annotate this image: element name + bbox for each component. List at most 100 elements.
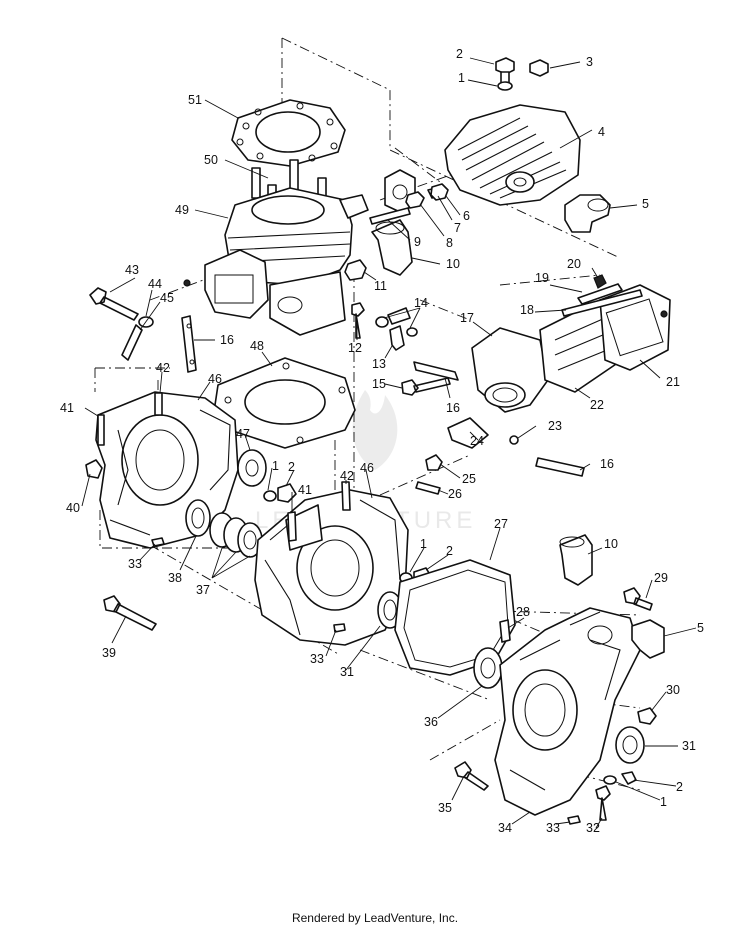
callout: 20	[567, 257, 581, 271]
screw-20	[593, 274, 607, 289]
callout: 17	[460, 311, 474, 325]
footer-credit: Rendered by LeadVenture, Inc.	[291, 911, 459, 925]
callouts: 2 3 1 4 51 5 6 50 7 49 8 9 10 43 11 20 4…	[60, 47, 704, 835]
callout: 12	[348, 341, 362, 355]
callout: 46	[360, 461, 374, 475]
callout: 39	[102, 646, 116, 660]
callout: 5	[642, 197, 649, 211]
callout: 35	[438, 801, 452, 815]
callout: 32	[586, 821, 600, 835]
callout: 1	[272, 459, 279, 473]
callout: 28	[516, 605, 530, 619]
stud-42-left	[154, 392, 163, 416]
callout: 47	[236, 427, 250, 441]
callout: 3	[586, 55, 593, 69]
nut-6	[430, 183, 449, 201]
callout: 27	[494, 517, 508, 531]
washer-14a	[375, 316, 389, 328]
dowel-pin	[183, 279, 191, 287]
reed-petal-24	[447, 417, 489, 449]
callout: 4	[598, 125, 605, 139]
crank-bearings-37	[209, 512, 263, 558]
bolt-32	[595, 785, 611, 821]
washer-1-top	[497, 81, 513, 91]
callout: 1	[660, 795, 667, 809]
nut-11	[344, 259, 367, 281]
callout: 37	[196, 583, 210, 597]
coolant-pipe-lower	[559, 534, 593, 586]
watermark-flame-icon	[352, 390, 398, 470]
washer-23	[509, 435, 519, 445]
intake-manifold	[471, 327, 549, 413]
callout: 30	[666, 683, 680, 697]
outlet-elbow-lower	[631, 619, 665, 659]
stud-26	[415, 481, 441, 495]
stud-42-right	[341, 481, 351, 511]
callout: 29	[654, 571, 668, 585]
outlet-elbow	[564, 194, 611, 233]
callout: 21	[666, 375, 680, 389]
seal-31-right	[615, 726, 645, 764]
callout: 16	[446, 401, 460, 415]
callout: 19	[535, 271, 549, 285]
leader-lines	[81, 57, 697, 829]
coolant-pipe-upper	[371, 219, 413, 276]
bolt-25	[425, 454, 443, 471]
callout: 2	[676, 780, 683, 794]
fitting-13	[389, 325, 405, 351]
callout: 46	[208, 372, 222, 386]
bolt-2-low	[621, 771, 637, 785]
washer-14b	[406, 327, 418, 337]
callout: 50	[204, 153, 218, 167]
callout: 22	[590, 398, 604, 412]
callout: 31	[340, 665, 354, 679]
head-nut-3	[529, 59, 549, 77]
washer-1-mid	[263, 490, 277, 502]
callout: 13	[372, 357, 386, 371]
callout: 23	[548, 419, 562, 433]
bolt-15	[401, 377, 451, 396]
callout: 43	[125, 263, 139, 277]
bolt-30	[637, 707, 657, 725]
seal-36	[473, 647, 503, 689]
pin-28	[499, 619, 511, 643]
callout: 1	[458, 71, 465, 85]
callout: 34	[498, 821, 512, 835]
callout: 18	[520, 303, 534, 317]
cylinder-head	[444, 104, 581, 206]
callout: 41	[298, 483, 312, 497]
callout: 49	[175, 203, 189, 217]
stud-41-right	[287, 511, 297, 542]
cylinder	[204, 159, 369, 336]
bolt-39	[103, 595, 157, 631]
bolt-40	[85, 459, 103, 479]
callout: 11	[374, 279, 387, 293]
callout: 42	[156, 361, 170, 375]
callout: 41	[60, 401, 74, 415]
head-nut-2	[495, 57, 515, 87]
base-gasket	[214, 357, 356, 449]
callout: 31	[682, 739, 696, 753]
callout: 33	[310, 652, 324, 666]
callout: 33	[546, 821, 560, 835]
reed-petal-19	[577, 283, 623, 305]
callout: 7	[454, 221, 461, 235]
callout: 42	[340, 469, 354, 483]
nut-8	[405, 191, 425, 209]
callout: 38	[168, 571, 182, 585]
callout: 8	[446, 236, 453, 250]
washer-1-low	[603, 775, 617, 785]
reed-stop-16-right	[535, 457, 585, 477]
callout: 10	[604, 537, 618, 551]
reed-stop-18	[561, 289, 643, 317]
callout: 16	[600, 457, 614, 471]
callout: 5	[697, 621, 704, 635]
callout: 1	[420, 537, 427, 551]
callout: 26	[448, 487, 462, 501]
callout: 2	[446, 544, 453, 558]
bearing-47	[237, 449, 267, 487]
stud-41-left	[97, 414, 105, 446]
pin-33-low	[567, 815, 581, 825]
head-gasket	[231, 99, 346, 167]
